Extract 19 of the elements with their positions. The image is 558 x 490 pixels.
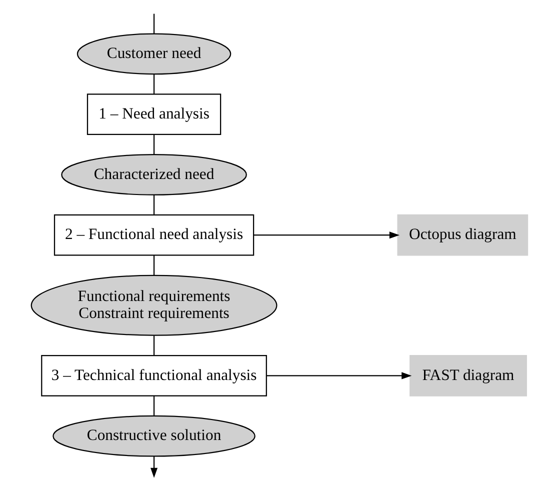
- connector: [152, 74, 154, 94]
- node-box: FAST diagram: [409, 355, 526, 396]
- connector: [152, 134, 154, 154]
- connector: [152, 336, 154, 356]
- connector: [152, 396, 154, 416]
- node-box: 2 – Functional need analysis: [53, 214, 254, 256]
- arrow: [266, 372, 412, 380]
- node-box: Octopus diagram: [396, 214, 528, 256]
- node-ellipse: Constructive solution: [52, 415, 255, 457]
- node-ellipse: Customer need: [76, 33, 231, 75]
- node-box: 3 – Technical functional analysis: [40, 355, 266, 396]
- node-ellipse: Functional requirements Constraint requirements: [30, 274, 277, 336]
- connector: [152, 194, 154, 215]
- node-box: 1 – Need analysis: [86, 94, 221, 135]
- connector: [152, 14, 154, 34]
- arrow: [253, 232, 399, 239]
- connector: [152, 256, 154, 276]
- node-ellipse: Characterized need: [60, 154, 246, 196]
- arrow: [150, 456, 158, 478]
